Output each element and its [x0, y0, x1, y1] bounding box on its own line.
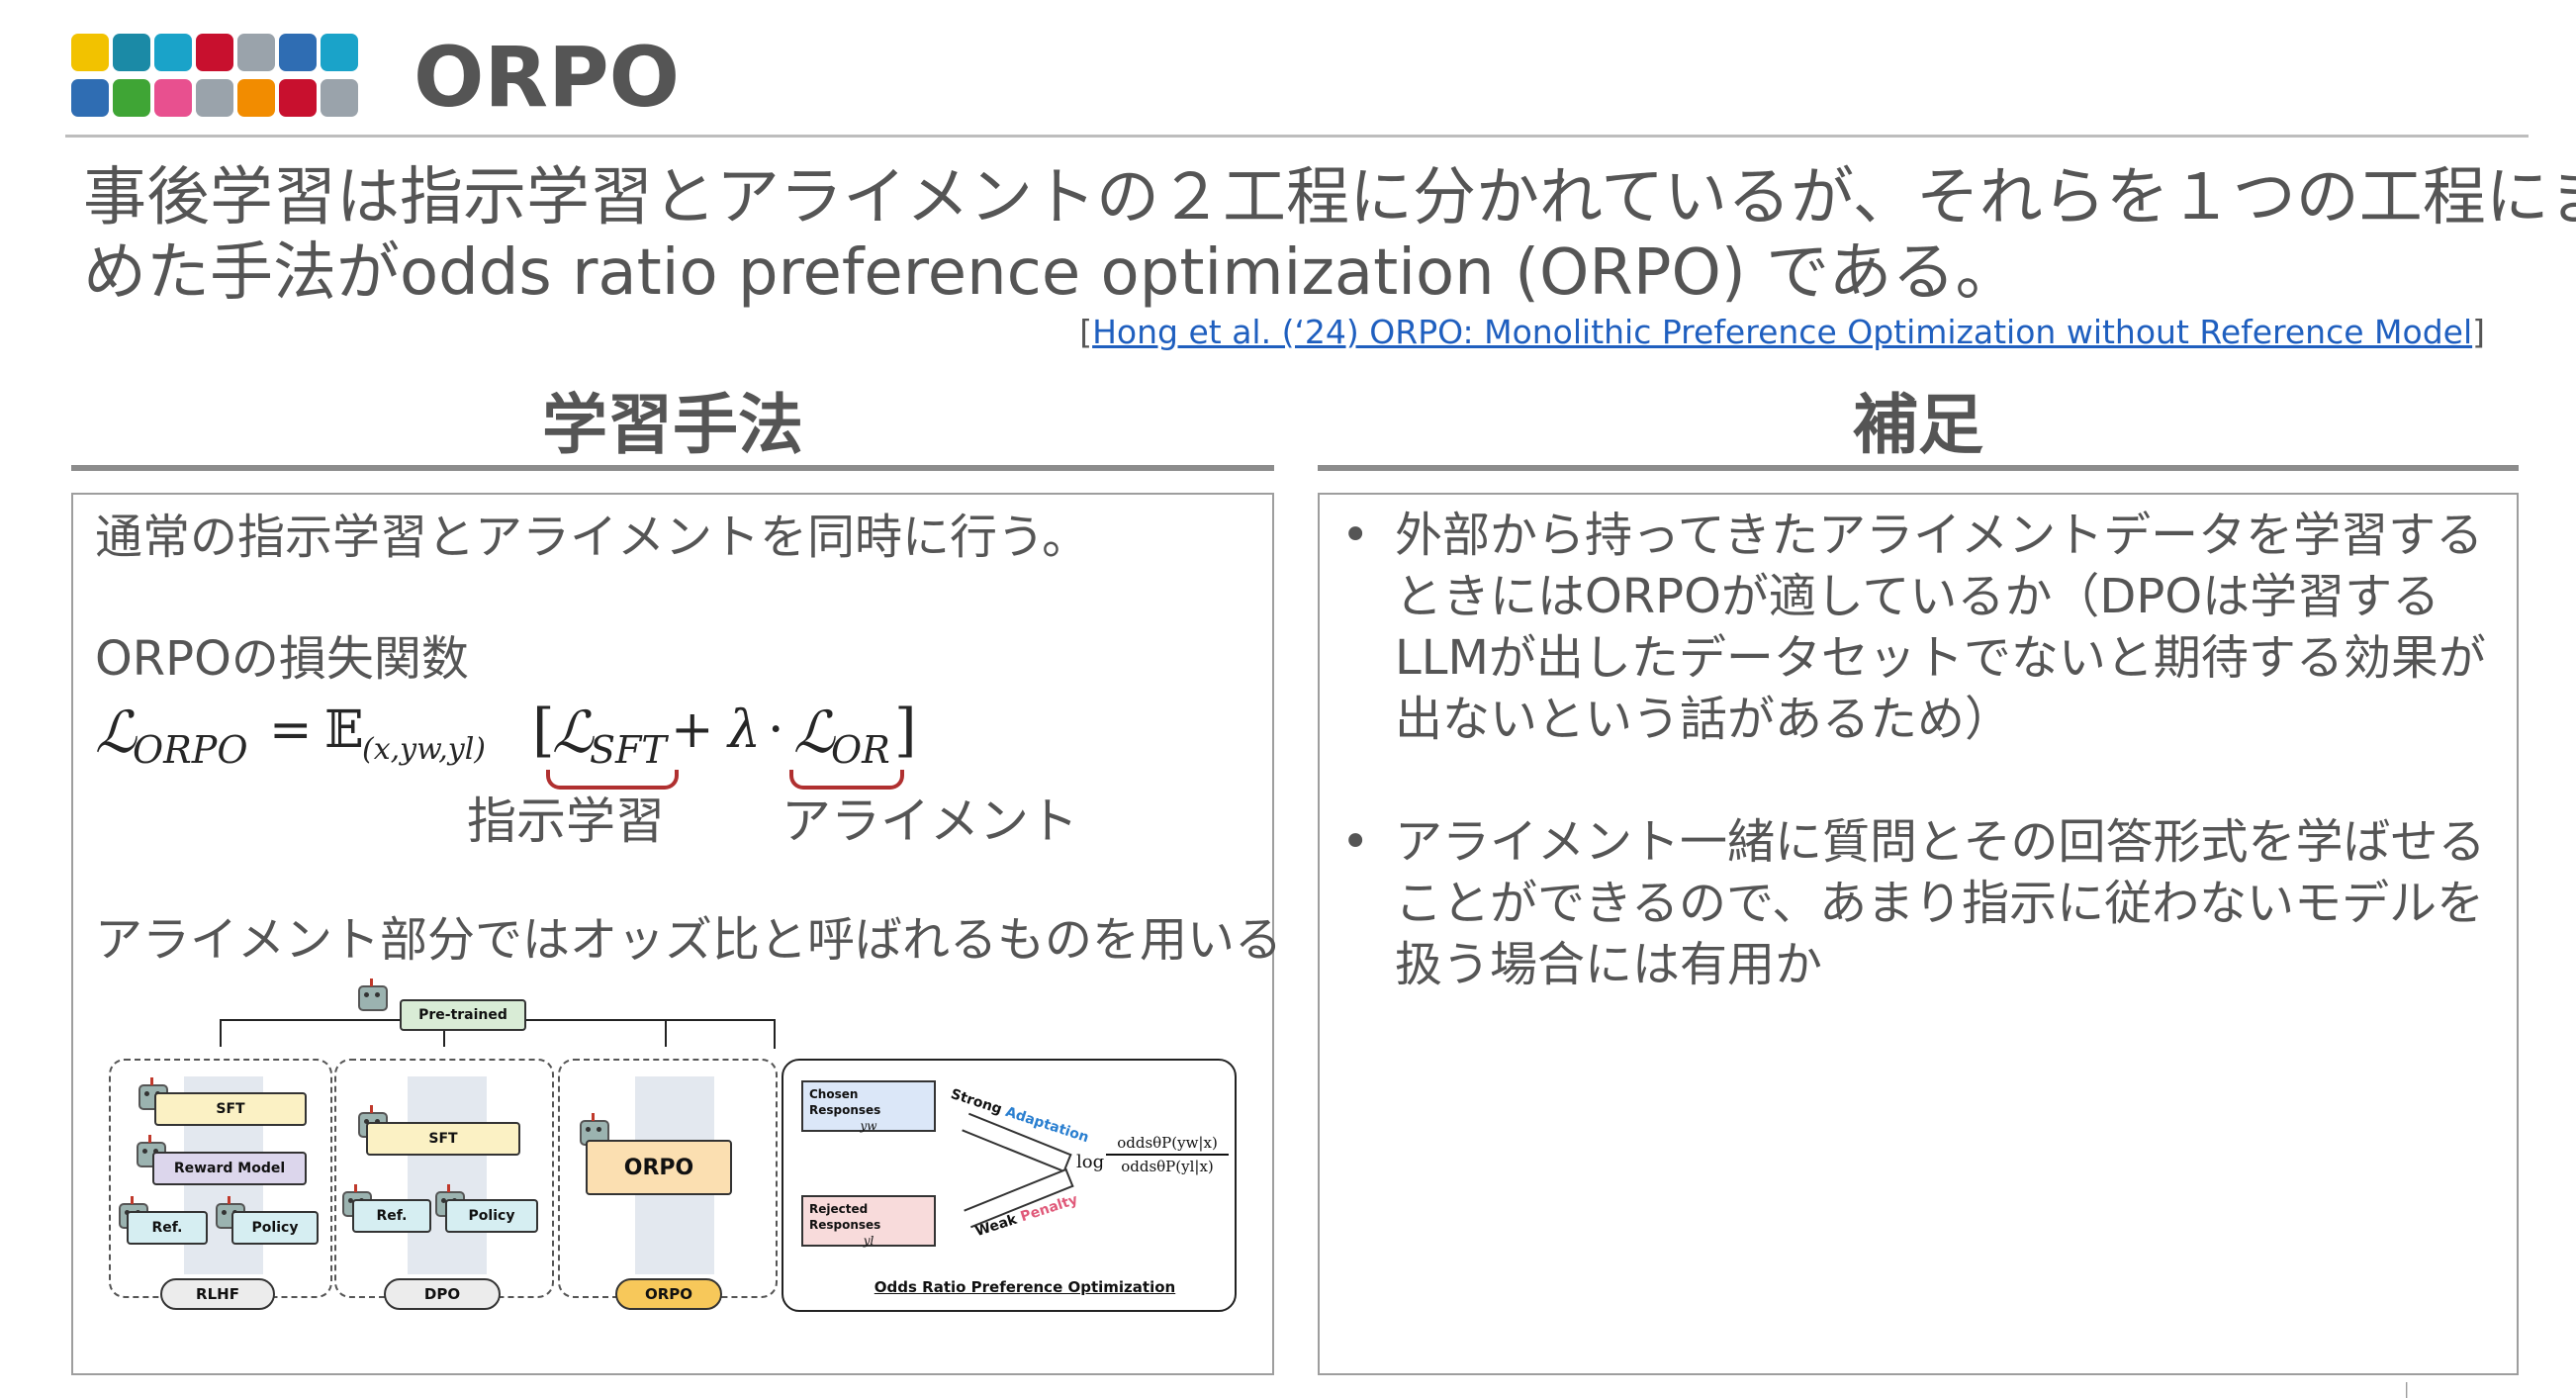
left-paragraph-2: ORPOの損失関数: [95, 631, 469, 687]
logo-tile: [321, 34, 358, 71]
connector-line: [443, 1019, 445, 1047]
rlhf-ref-node: Ref.: [127, 1211, 208, 1245]
formula-sub-or: OR: [831, 728, 890, 772]
company-logo: [71, 34, 374, 119]
odds-denominator: oddsθP(yl|x): [1121, 1158, 1214, 1175]
dpo-sft-node: SFT: [366, 1122, 520, 1156]
slide-title: ORPO: [414, 29, 681, 126]
reference: [Hong et al. (‘24) ORPO: Monolithic Pref…: [1079, 313, 2485, 352]
logo-tile: [113, 79, 150, 117]
note-item: アライメント一緒に質問とその回答形式を学ばせることができるので、あまり指示に従わ…: [1324, 811, 2501, 995]
log-text: log: [1076, 1152, 1105, 1172]
formula-L: ℒ: [95, 699, 137, 766]
formula-dot: ·: [768, 700, 784, 760]
logo-tile: [196, 34, 233, 71]
fraction-bar: [1106, 1154, 1229, 1156]
rlhf-label: RLHF: [160, 1278, 275, 1310]
right-heading: 補足: [1853, 387, 1983, 463]
logo-tile: [154, 79, 192, 117]
formula-E-sub: (x,yw,yl): [362, 732, 487, 767]
detail-caption: Odds Ratio Preference Optimization: [874, 1278, 1176, 1296]
logo-tile: [237, 79, 275, 117]
right-heading-rule: [1318, 465, 2519, 471]
chosen-symbol: yw: [860, 1119, 877, 1133]
logo-tile: [279, 34, 317, 71]
left-heading-rule: [71, 465, 1274, 471]
lead-line-2: めた手法がodds ratio preference optimization …: [83, 236, 2019, 310]
logo-tile: [279, 79, 317, 117]
odds-numerator: oddsθP(yw|x): [1117, 1134, 1218, 1152]
left-paragraph-3: アライメント部分ではオッズ比と呼ばれるものを用いる: [95, 912, 1283, 968]
connector-line: [774, 1019, 776, 1049]
dpo-label: DPO: [384, 1278, 501, 1310]
logo-tile: [113, 34, 150, 71]
logo-tile: [71, 34, 109, 71]
formula-E: 𝔼: [324, 700, 364, 760]
logo-tile: [196, 79, 233, 117]
brace-sft: [546, 770, 679, 790]
formula-plus: +: [671, 700, 714, 760]
ref-bracket-open: [: [1079, 313, 1093, 351]
formula-sub-orpo: ORPO: [133, 728, 248, 772]
logo-tile: [71, 79, 109, 117]
logo-tile: [237, 34, 275, 71]
rlhf-sft-node: SFT: [154, 1092, 307, 1126]
flow-arrow: [408, 1076, 487, 1274]
dpo-policy-node: Policy: [445, 1199, 538, 1233]
formula-eq: =: [269, 700, 313, 760]
dpo-ref-node: Ref.: [352, 1199, 431, 1233]
left-heading: 学習手法: [542, 387, 803, 463]
pretrained-node: Pre-trained: [400, 999, 526, 1031]
method-comparison-figure: Pre-trained SFT Reward Model Ref. Policy…: [105, 979, 1242, 1318]
reward-model-node: Reward Model: [152, 1152, 307, 1185]
brace-or: [789, 770, 904, 790]
robot-icon: [358, 979, 388, 1011]
lead-line-1: 事後学習は指示学習とアライメントの２工程に分かれているが、それらを１つの工程にま…: [83, 161, 2576, 234]
left-paragraph-1: 通常の指示学習とアライメントを同時に行う。: [95, 510, 1090, 565]
orpo-label: ORPO: [615, 1278, 722, 1310]
formula-L-sft: ℒ: [552, 699, 594, 766]
logo-tile: [321, 79, 358, 117]
chosen-label: Chosen Responses: [809, 1087, 881, 1117]
connector-line: [220, 1019, 222, 1047]
note-item: 外部から持ってきたアライメントデータを学習するときにはORPOが適しているか（D…: [1324, 505, 2501, 750]
formula-L-or: ℒ: [793, 699, 835, 766]
formula-sub-sft: SFT: [590, 728, 667, 772]
notes-list: 外部から持ってきたアライメントデータを学習するときにはORPOが適しているか（D…: [1324, 505, 2501, 995]
reference-link[interactable]: Hong et al. (‘24) ORPO: Monolithic Prefe…: [1092, 313, 2473, 351]
connector-line: [665, 1019, 667, 1047]
label-instruction-learning: 指示学習: [467, 792, 665, 850]
rlhf-policy-node: Policy: [231, 1211, 319, 1245]
formula-lambda: λ: [728, 700, 761, 760]
orpo-detail-panel: [782, 1059, 1237, 1312]
label-alignment: アライメント: [782, 792, 1078, 850]
chosen-responses-doc: Chosen Responses yw: [801, 1080, 936, 1133]
ref-bracket-close: ]: [2472, 313, 2485, 351]
header-divider: [65, 135, 2529, 138]
rejected-symbol: yl: [863, 1234, 874, 1248]
orpo-node: ORPO: [586, 1140, 732, 1195]
formula-lbr: [: [532, 697, 555, 764]
rejected-label: Rejected Responses: [809, 1202, 881, 1232]
loss-formula: ℒ ORPO = 𝔼 (x,yw,yl) [ ℒ SFT + λ · ℒ OR …: [95, 697, 946, 790]
rejected-responses-doc: Rejected Responses yl: [801, 1195, 936, 1248]
logo-tile: [154, 34, 192, 71]
odds-ratio-fraction: oddsθP(yw|x) oddsθP(yl|x): [1106, 1134, 1229, 1175]
lead-text: 事後学習は指示学習とアライメントの２工程に分かれているが、それらを１つの工程にま…: [83, 160, 2576, 311]
page-marker: |: [2404, 1379, 2410, 1398]
formula-rbr: ]: [894, 697, 917, 764]
